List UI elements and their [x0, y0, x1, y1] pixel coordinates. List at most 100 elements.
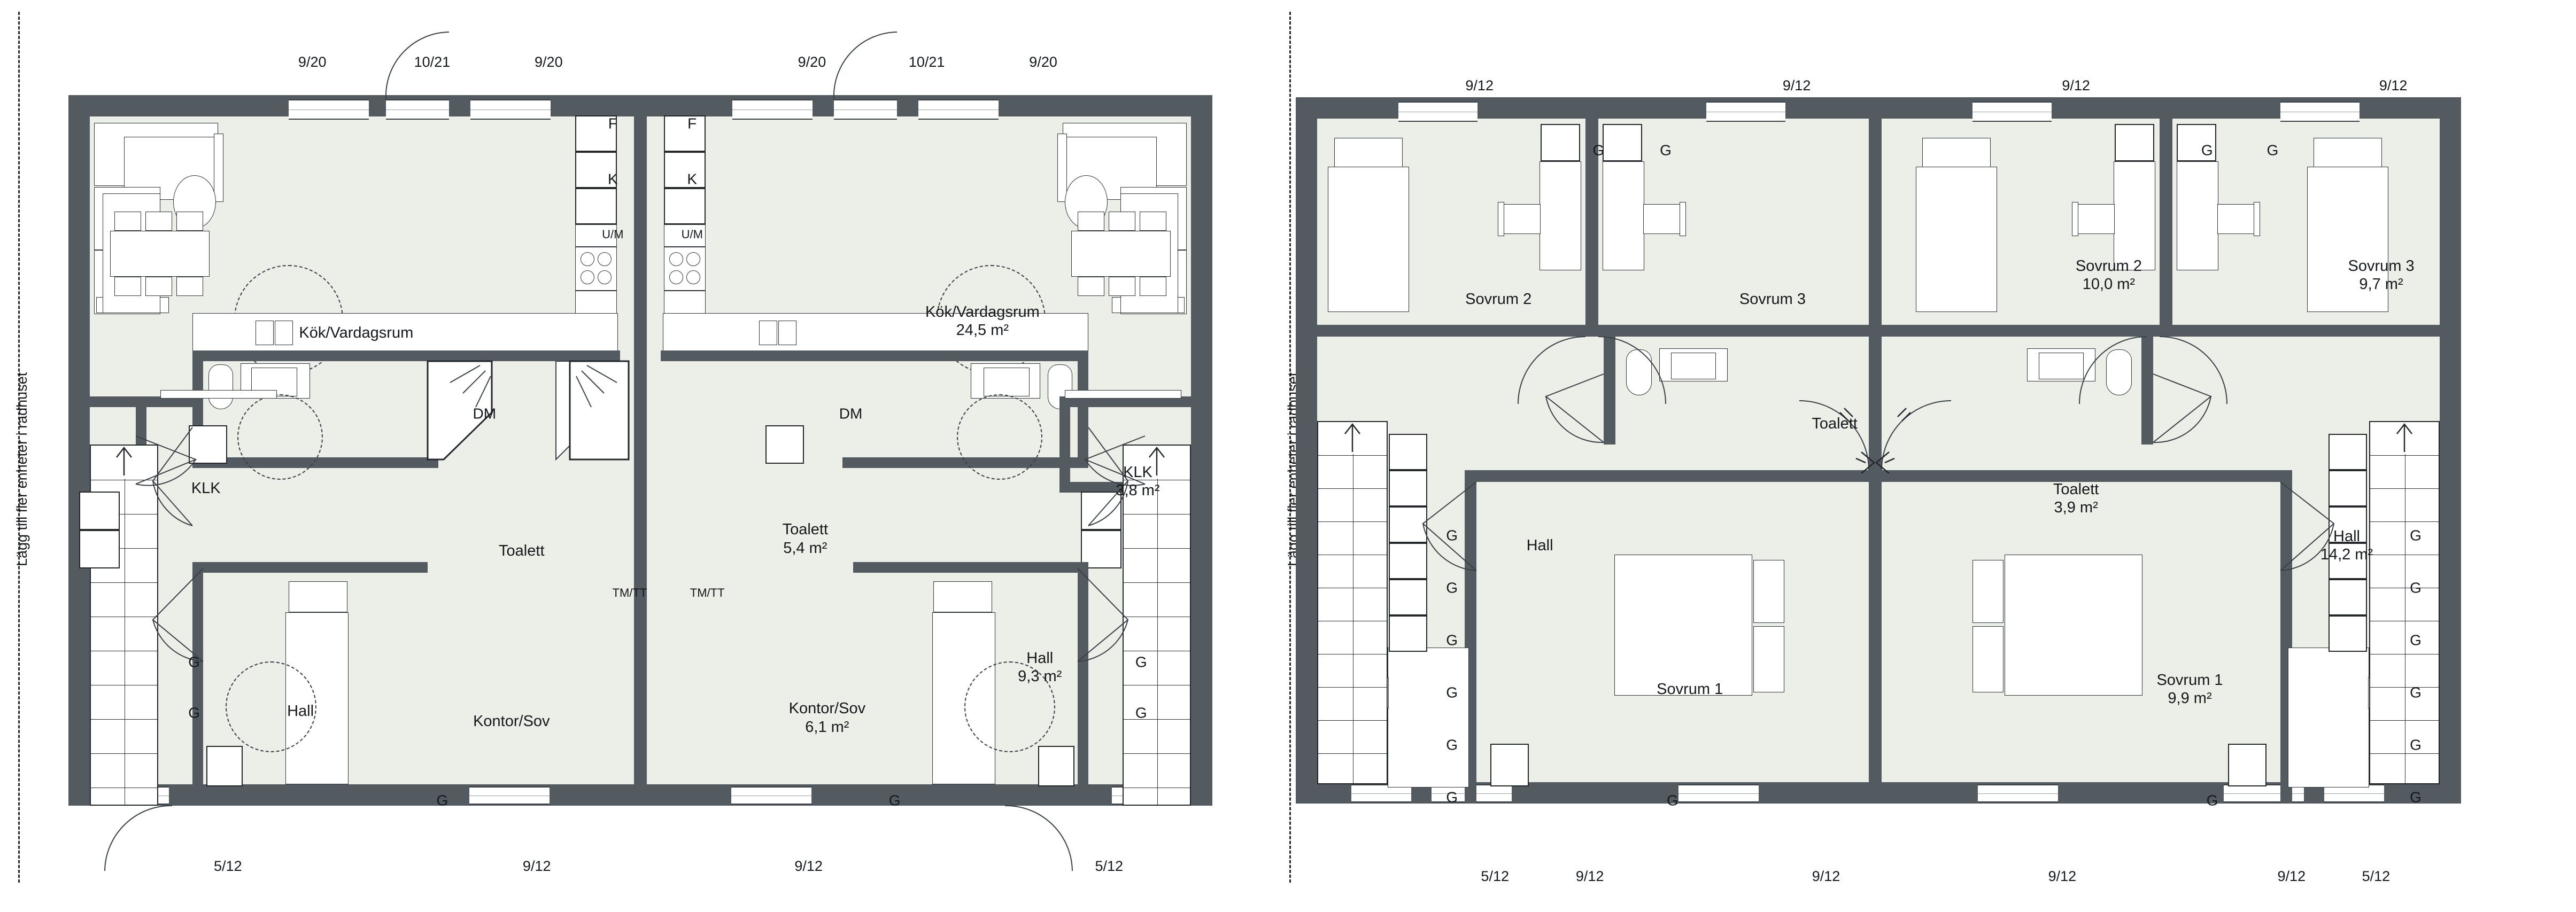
unit-repeat-divider-left — [18, 12, 20, 883]
closet-shelf-b — [1065, 390, 1181, 399]
door-top-a[interactable] — [386, 99, 449, 120]
appliance-label: G — [1446, 736, 1458, 753]
toilet-upper-b-wall-right — [2141, 337, 2153, 445]
window-top-r2 — [1706, 102, 1785, 122]
desk-s3-b — [2177, 161, 2218, 270]
dining-chair-b4 — [1078, 277, 1104, 296]
wardrobe-s2-b — [2115, 124, 2154, 161]
dining-table-b — [1071, 231, 1171, 277]
appliance-label: TM/TT — [690, 586, 725, 599]
dimension-label: 5/12 — [214, 858, 242, 874]
room-label: Toalett — [499, 542, 545, 559]
sofa-b-arm — [1057, 134, 1067, 202]
dining-chair-b1 — [1078, 212, 1104, 231]
unit-repeat-divider-right — [1289, 12, 1291, 883]
appliance-label: G — [1592, 142, 1605, 159]
wardrobe-a-3 — [206, 746, 243, 786]
sink-bowl-a1 — [256, 321, 274, 345]
wardrobe-hall-a-5 — [1389, 579, 1427, 615]
window-bottom-a2 — [469, 786, 550, 805]
nightstand-a-1 — [1753, 560, 1784, 623]
stove-burner-a1 — [581, 252, 594, 266]
wardrobe-hall-b-6 — [2329, 615, 2367, 652]
sink-bowl-b2 — [778, 321, 796, 345]
s2-s3-partition-b — [2160, 119, 2172, 336]
room-label: Kontor/Sov — [473, 712, 550, 730]
kontor-a-wall-top — [192, 562, 428, 573]
oven-microwave-b — [664, 188, 706, 224]
toilet-b-wall-top — [661, 350, 1088, 361]
dresser-a — [1388, 648, 1469, 788]
sink-bowl-b1 — [759, 321, 777, 345]
appliance-label: G — [2410, 632, 2422, 649]
room-label: Sovrum 3 — [1739, 290, 1806, 308]
dining-chair-b3 — [1140, 212, 1166, 231]
appliance-label: G — [1135, 653, 1147, 671]
dining-chair-a3 — [176, 212, 203, 231]
stove-burner-b1 — [669, 252, 683, 266]
room-label: Hall — [1526, 536, 1553, 554]
appliance-label: DM — [839, 405, 863, 422]
turning-circle-toilet-b — [957, 394, 1042, 480]
appliance-label: G — [1446, 579, 1458, 596]
bed-sovrum3-b-pillow — [2314, 138, 2382, 169]
dining-chair-a6 — [176, 277, 203, 296]
room-label: Sovrum 1 — [1657, 680, 1723, 698]
appliance-label: G — [2206, 792, 2218, 809]
party-wall-right — [1869, 97, 1882, 804]
sink-bowl-a2 — [275, 321, 293, 345]
appliance-label: G — [2410, 579, 2422, 596]
turning-circle-kontor-a — [226, 661, 316, 752]
appliance-label: G — [2410, 527, 2422, 544]
window-top-b1 — [732, 99, 813, 120]
wardrobe-hall-a-3 — [1389, 506, 1427, 543]
nightstand-a-2 — [1753, 626, 1784, 692]
toilet-upper-a-wall-left — [1604, 337, 1615, 445]
stove-burner-b3 — [669, 270, 683, 284]
chair-s3-a — [1643, 204, 1683, 234]
stove-a — [575, 247, 617, 291]
washer-dryer-a — [189, 425, 227, 464]
sink-counter-b — [663, 313, 1088, 352]
appliance-label: TM/TT — [612, 586, 647, 599]
stove-b — [664, 247, 706, 291]
desk-s2-b — [2114, 161, 2155, 270]
appliance-label: G — [188, 653, 200, 671]
dining-table-a — [110, 231, 210, 277]
stair-b[interactable] — [1123, 445, 1191, 806]
washbasin-b — [984, 368, 1030, 396]
klk-b-edge-left — [1059, 407, 1070, 492]
dimension-label: 9/12 — [1575, 868, 1604, 884]
toilet-upper-b-wall-bottom — [1882, 470, 2153, 482]
wardrobe-hall-b-1 — [2329, 434, 2367, 470]
stair-upper-a[interactable] — [1317, 421, 1388, 784]
appliance-label: G — [888, 792, 901, 809]
stair-upper-b[interactable] — [2369, 421, 2440, 784]
window-top-r3 — [1972, 102, 2052, 122]
wardrobe-s3-b — [2177, 124, 2216, 161]
room-label: Hall — [287, 702, 314, 720]
appliance-label: G — [2266, 142, 2279, 159]
washer-dryer-b — [765, 425, 804, 464]
counter-a — [575, 224, 617, 247]
door-top-b[interactable] — [834, 99, 897, 120]
dimension-label: 9/12 — [2277, 868, 2306, 884]
dimension-label: 9/20 — [798, 54, 826, 71]
appliance-label: G — [2201, 142, 2213, 159]
bed-sovrum3-b — [2307, 167, 2388, 312]
wardrobe-a-2 — [79, 530, 120, 568]
dimension-label: 5/12 — [2362, 868, 2391, 884]
bed-sovrum2-a-pillow — [1334, 138, 1403, 169]
kontor-b-wall-top — [853, 562, 1088, 573]
appliance-label: DM — [473, 405, 497, 422]
party-wall-left — [634, 95, 647, 806]
wardrobe-hall-a-2 — [1389, 470, 1427, 506]
toilet-upper-a-wall-bottom — [1615, 470, 1870, 482]
